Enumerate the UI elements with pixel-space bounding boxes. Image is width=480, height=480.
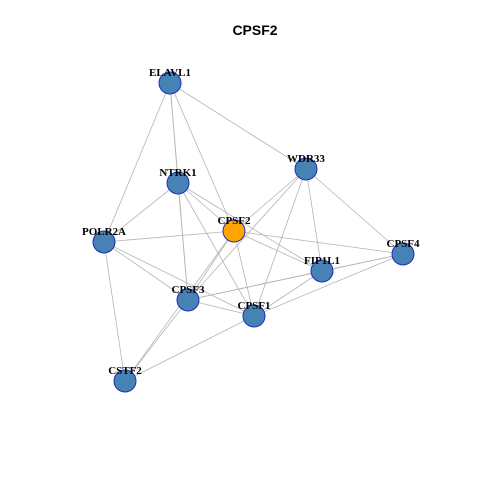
- edge-cpsf2-polr2a: [103, 230, 235, 243]
- node-label-cpsf2: CPSF2: [218, 215, 252, 227]
- node-circle-cpsf4[interactable]: [391, 242, 415, 266]
- node-label-fip1l1: FIP1L1: [304, 255, 340, 267]
- edge-ntrk1-cpsf1: [177, 182, 255, 317]
- node-cpsf4[interactable]: CPSF4: [387, 238, 421, 266]
- node-circle-cpsf1[interactable]: [242, 304, 266, 328]
- edge-cpsf2-fip1l1: [233, 230, 323, 272]
- edge-wdr33-fip1l1: [305, 168, 323, 272]
- diagram-title: CPSF2: [232, 22, 277, 38]
- node-cpsf2[interactable]: CPSF2: [218, 215, 252, 243]
- node-label-wdr33: WDR33: [287, 153, 325, 165]
- edge-layer: [103, 82, 404, 382]
- node-label-cpsf4: CPSF4: [387, 238, 421, 250]
- edge-cpsf2-cpsf1: [233, 230, 255, 317]
- edge-fip1l1-cpsf3: [187, 270, 323, 301]
- edge-cpsf2-cpsf3: [187, 230, 235, 301]
- edge-ntrk1-polr2a: [103, 182, 179, 243]
- edge-cpsf4-cpsf1: [253, 253, 404, 317]
- node-elavl1[interactable]: ELAVL1: [149, 67, 191, 95]
- node-polr2a[interactable]: POLR2A: [82, 226, 126, 254]
- edge-polr2a-cpsf3: [103, 241, 189, 301]
- edge-wdr33-cpsf2: [233, 168, 307, 232]
- node-wdr33[interactable]: WDR33: [287, 153, 325, 181]
- edge-wdr33-cpsf1: [253, 168, 307, 317]
- node-fip1l1[interactable]: FIP1L1: [304, 255, 340, 283]
- edge-elavl1-polr2a: [103, 82, 171, 243]
- edge-wdr33-cpsf4: [305, 168, 404, 255]
- edge-cpsf2-cpsf4: [233, 230, 404, 255]
- node-label-cstf2: CSTF2: [108, 365, 142, 377]
- node-ntrk1[interactable]: NTRK1: [159, 167, 197, 195]
- node-label-cpsf3: CPSF3: [172, 284, 206, 296]
- edge-polr2a-cpsf1: [103, 241, 255, 317]
- edge-elavl1-wdr33: [169, 82, 307, 170]
- edge-elavl1-cpsf2: [169, 82, 235, 232]
- node-circle-fip1l1[interactable]: [310, 259, 334, 283]
- edge-ntrk1-fip1l1: [177, 182, 323, 272]
- node-cstf2[interactable]: CSTF2: [108, 365, 142, 393]
- node-label-polr2a: POLR2A: [82, 226, 126, 238]
- edge-polr2a-cstf2: [103, 241, 126, 382]
- edge-wdr33-cpsf3: [187, 168, 307, 301]
- edge-fip1l1-cpsf1: [253, 270, 323, 317]
- edge-cpsf1-cstf2: [124, 315, 255, 382]
- node-circle-cpsf3[interactable]: [176, 288, 200, 312]
- edge-ntrk1-cpsf2: [177, 182, 235, 232]
- node-circle-wdr33[interactable]: [294, 157, 318, 181]
- node-label-elavl1: ELAVL1: [149, 67, 191, 79]
- edge-cpsf3-cstf2: [124, 299, 189, 382]
- node-circle-cstf2[interactable]: [113, 369, 137, 393]
- node-circle-ntrk1[interactable]: [166, 171, 190, 195]
- edge-ntrk1-cpsf3: [177, 182, 189, 301]
- node-circle-elavl1[interactable]: [158, 71, 182, 95]
- node-cpsf3[interactable]: CPSF3: [172, 284, 206, 312]
- node-circle-cpsf2[interactable]: [222, 219, 246, 243]
- node-circle-polr2a[interactable]: [92, 230, 116, 254]
- node-label-cpsf1: CPSF1: [238, 300, 271, 312]
- node-label-ntrk1: NTRK1: [159, 167, 196, 179]
- node-cpsf1[interactable]: CPSF1: [238, 300, 271, 328]
